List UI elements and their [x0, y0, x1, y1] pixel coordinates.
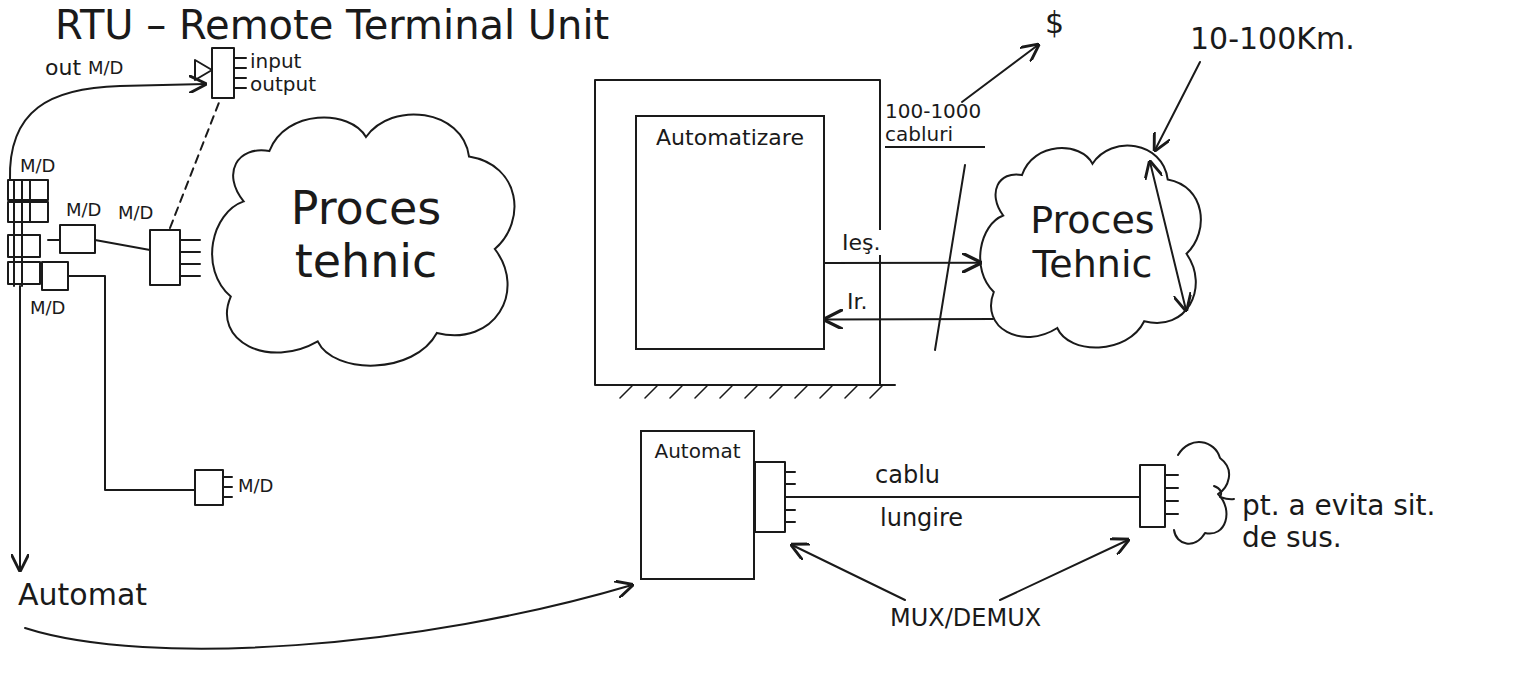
- signal-arrow: [825, 318, 994, 320]
- cable-label: lungire: [880, 505, 963, 533]
- md-box: [42, 262, 68, 290]
- io-pins: [234, 58, 246, 88]
- io-label: input output: [250, 50, 330, 96]
- connector: [1140, 465, 1165, 527]
- extension-cable: [795, 496, 1140, 498]
- md-label: M/D: [238, 476, 273, 497]
- md-label: M/D: [20, 156, 55, 177]
- md-pins: [223, 477, 232, 497]
- cloud-path: [980, 146, 1201, 348]
- cable-slash: [935, 165, 965, 350]
- cable-label: cablu: [875, 462, 940, 490]
- mux-label: MUX/DEMUX: [890, 605, 1041, 633]
- box-title: Automat: [654, 440, 740, 463]
- demux-arrow: [1000, 540, 1128, 600]
- to-automat-wire: [19, 286, 21, 570]
- cost-arrow: [962, 45, 1038, 102]
- connector-block: [8, 262, 40, 284]
- md-box: [60, 225, 95, 253]
- automat-label: Automat: [18, 578, 147, 613]
- process-cloud: Proces Tehnic: [975, 130, 1210, 355]
- automat-box: Automat: [640, 430, 755, 580]
- md-box: [195, 470, 223, 505]
- wire: [48, 239, 60, 241]
- wire: [95, 240, 150, 250]
- box-title: Automatizare: [656, 125, 804, 150]
- distance-arrow: [1155, 62, 1200, 150]
- cable-count: 100-1000 cabluri: [885, 100, 985, 148]
- md-label: M/D: [66, 200, 101, 221]
- process-cloud: Proces tehnic: [205, 95, 527, 375]
- process-name: Proces tehnic: [261, 182, 471, 288]
- connector-block: [8, 235, 40, 257]
- wire: [68, 276, 195, 490]
- dashed-link: [170, 100, 220, 228]
- mux-arrow: [792, 545, 905, 600]
- note: pt. a evita sit. de sus.: [1242, 490, 1442, 554]
- signal-name: out: [45, 55, 81, 80]
- edge-label: Ir.: [845, 289, 870, 314]
- cloud-path: [212, 114, 514, 365]
- io-box: [212, 48, 234, 98]
- distance-label: 10-100Km.: [1190, 22, 1355, 57]
- connector-pins: [1165, 475, 1178, 514]
- md-box: [150, 230, 180, 285]
- connector: [755, 462, 785, 532]
- process-name: Proces Tehnic: [1018, 199, 1168, 286]
- connector-pins: [14, 180, 30, 286]
- cost-symbol: $: [1045, 6, 1064, 41]
- edge-label: Ieş.: [840, 230, 882, 255]
- md-label: M/D: [30, 298, 65, 319]
- brace: [1214, 486, 1234, 499]
- md-label: M/D: [88, 58, 123, 79]
- out-wire: [10, 84, 205, 180]
- md-label: M/D: [118, 203, 153, 224]
- connector-pins: [785, 472, 795, 522]
- md-symbol: [195, 60, 212, 80]
- automation-box: Automatizare: [635, 115, 825, 350]
- cabinet: [595, 80, 880, 385]
- title: RTU – Remote Terminal Unit: [55, 2, 609, 48]
- md-pins: [180, 240, 200, 276]
- ground-hatch: [620, 386, 882, 398]
- signal-arrow: [825, 262, 980, 264]
- ground-line: [605, 384, 895, 386]
